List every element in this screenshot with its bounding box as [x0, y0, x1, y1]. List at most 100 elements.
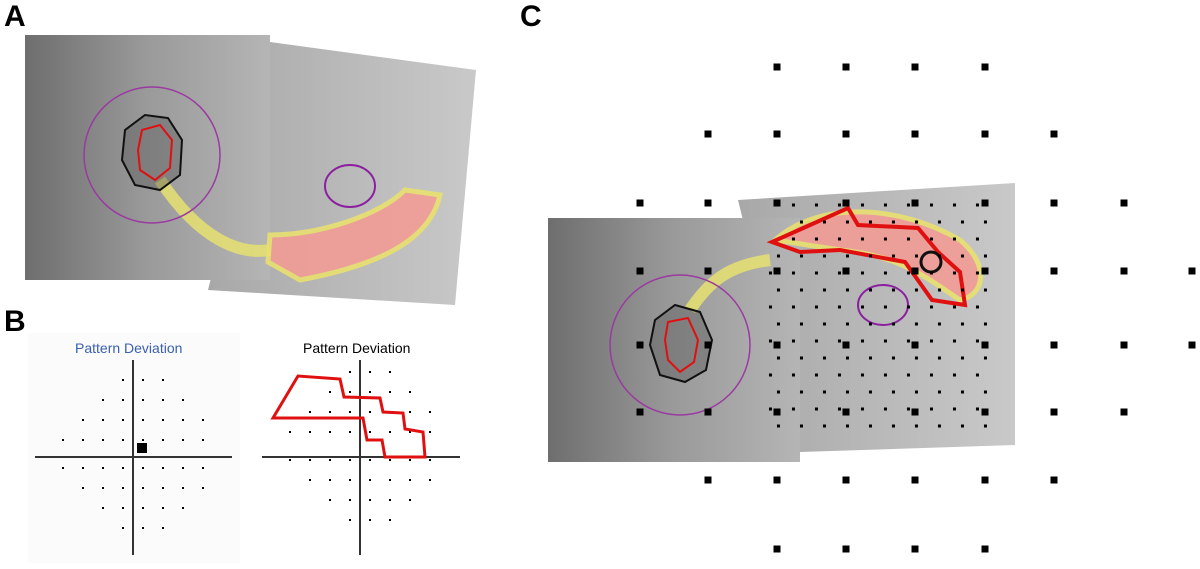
- macular-test-point: [883, 407, 887, 411]
- macular-test-point: [952, 271, 956, 275]
- field-test-point: [1120, 267, 1128, 275]
- field-test-point: [981, 130, 989, 138]
- macular-test-point: [868, 390, 872, 394]
- macular-test-point: [791, 339, 795, 343]
- field-point: [309, 411, 311, 413]
- field-point: [369, 459, 371, 461]
- field-test-point: [773, 476, 781, 484]
- disc-ring: [83, 86, 221, 224]
- field-test-point: [636, 199, 644, 207]
- field-test-point: [1050, 408, 1058, 416]
- field-point: [202, 439, 204, 441]
- field-point: [162, 467, 164, 469]
- macular-test-point: [952, 203, 956, 207]
- field-test-point: [704, 341, 712, 349]
- macular-test-point: [845, 288, 849, 292]
- macular-test-point: [891, 390, 895, 394]
- field-point: [369, 391, 371, 393]
- macular-test-point: [960, 220, 964, 224]
- macular-test-point: [860, 237, 864, 241]
- macular-test-point: [868, 322, 872, 326]
- panel-b-plots: [28, 333, 460, 563]
- macular-test-point: [929, 305, 933, 309]
- field-test-point: [842, 476, 850, 484]
- macular-test-point: [814, 203, 818, 207]
- macular-test-point: [937, 288, 941, 292]
- macular-test-point: [814, 271, 818, 275]
- field-test-point: [981, 408, 989, 416]
- macular-test-point: [914, 254, 918, 258]
- macular-test-point: [799, 390, 803, 394]
- field-point: [409, 499, 411, 501]
- field-point: [289, 431, 291, 433]
- macular-test-point: [883, 373, 887, 377]
- macular-test-point: [837, 237, 841, 241]
- macular-test-point: [914, 390, 918, 394]
- macular-test-point: [776, 288, 780, 292]
- visual-field-grid: [636, 63, 1196, 553]
- field-point: [182, 487, 184, 489]
- macular-test-point: [845, 424, 849, 428]
- field-point: [409, 459, 411, 461]
- field-test-point: [1120, 199, 1128, 207]
- macular-test-point: [776, 390, 780, 394]
- macular-test-point: [952, 373, 956, 377]
- field-point: [429, 411, 431, 413]
- cup-contour: [663, 316, 700, 374]
- macular-test-point: [929, 407, 933, 411]
- macular-test-point: [868, 254, 872, 258]
- macular-test-point: [960, 322, 964, 326]
- field-test-point: [636, 341, 644, 349]
- field-point: [122, 487, 124, 489]
- field-point: [309, 431, 311, 433]
- macular-test-point: [960, 288, 964, 292]
- field-test-point: [842, 408, 850, 416]
- macular-test-point: [768, 373, 772, 377]
- field-point: [142, 507, 144, 509]
- field-test-point: [981, 545, 989, 553]
- macular-test-point: [983, 356, 987, 360]
- macular-test-point: [952, 407, 956, 411]
- macular-test-point: [952, 305, 956, 309]
- macular-test-point: [906, 339, 910, 343]
- field-test-point: [842, 63, 850, 71]
- macular-test-point: [960, 390, 964, 394]
- field-point: [389, 459, 391, 461]
- field-test-point: [981, 199, 989, 207]
- macular-test-point: [822, 220, 826, 224]
- macular-test-point: [799, 322, 803, 326]
- field-point: [369, 411, 371, 413]
- macular-test-point: [975, 305, 979, 309]
- field-test-point: [911, 267, 919, 275]
- macular-test-point: [860, 203, 864, 207]
- field-test-point: [981, 341, 989, 349]
- field-point: [62, 467, 64, 469]
- macular-test-point: [814, 373, 818, 377]
- field-point: [162, 399, 164, 401]
- macular-test-point: [975, 237, 979, 241]
- macular-test-point: [975, 271, 979, 275]
- field-test-point: [911, 130, 919, 138]
- defect-border: [685, 254, 771, 314]
- macular-test-point: [776, 356, 780, 360]
- field-test-point: [636, 267, 644, 275]
- macular-test-point: [860, 407, 864, 411]
- field-test-point: [1050, 341, 1058, 349]
- macular-test-point: [868, 356, 872, 360]
- field-point: [329, 391, 331, 393]
- macular-test-point: [983, 254, 987, 258]
- macular-test-point: [975, 203, 979, 207]
- macular-test-point: [914, 220, 918, 224]
- macular-test-point: [860, 271, 864, 275]
- field-point: [349, 371, 351, 373]
- field-point: [102, 399, 104, 401]
- field-test-point: [911, 545, 919, 553]
- macular-test-point: [814, 237, 818, 241]
- macular-test-point: [937, 390, 941, 394]
- field-point: [82, 419, 84, 421]
- macular-test-point: [837, 373, 841, 377]
- field-test-point: [911, 476, 919, 484]
- macular-test-point: [845, 356, 849, 360]
- field-point: [142, 399, 144, 401]
